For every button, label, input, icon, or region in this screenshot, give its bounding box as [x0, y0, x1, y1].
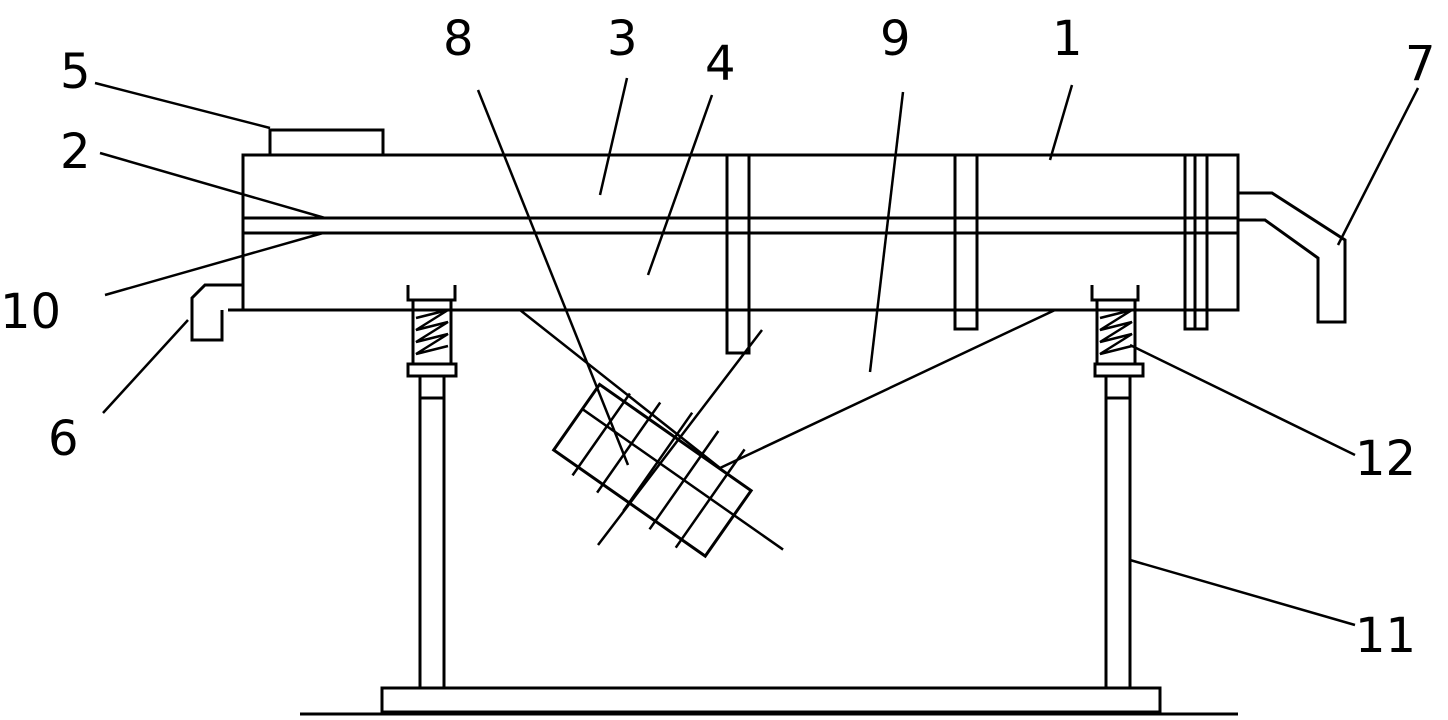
- label-2: 2: [60, 124, 91, 180]
- label-11: 11: [1355, 608, 1416, 664]
- vibration-motor: [551, 382, 784, 559]
- label-10: 10: [0, 284, 61, 340]
- label-8: 8: [443, 11, 474, 67]
- motor-shaft-line: [597, 329, 763, 546]
- label-7: 7: [1405, 36, 1436, 92]
- right-spring-support: [1090, 285, 1145, 400]
- right-outlet: [1238, 191, 1347, 324]
- feed-inlet: [268, 128, 385, 157]
- label-6: 6: [48, 411, 79, 467]
- motor-bracket: [519, 308, 1056, 470]
- leader-lines: [94, 77, 1420, 627]
- label-4: 4: [705, 36, 736, 92]
- label-5: 5: [60, 44, 91, 100]
- label-3: 3: [607, 11, 638, 67]
- left-outlet: [190, 283, 243, 342]
- screen-deck: [243, 216, 1238, 235]
- label-9: 9: [880, 11, 911, 67]
- support-frame: [300, 396, 1238, 716]
- label-12: 12: [1355, 431, 1416, 487]
- left-spring-support: [406, 285, 458, 400]
- reinforcing-bars: [725, 153, 1209, 355]
- label-1: 1: [1052, 11, 1083, 67]
